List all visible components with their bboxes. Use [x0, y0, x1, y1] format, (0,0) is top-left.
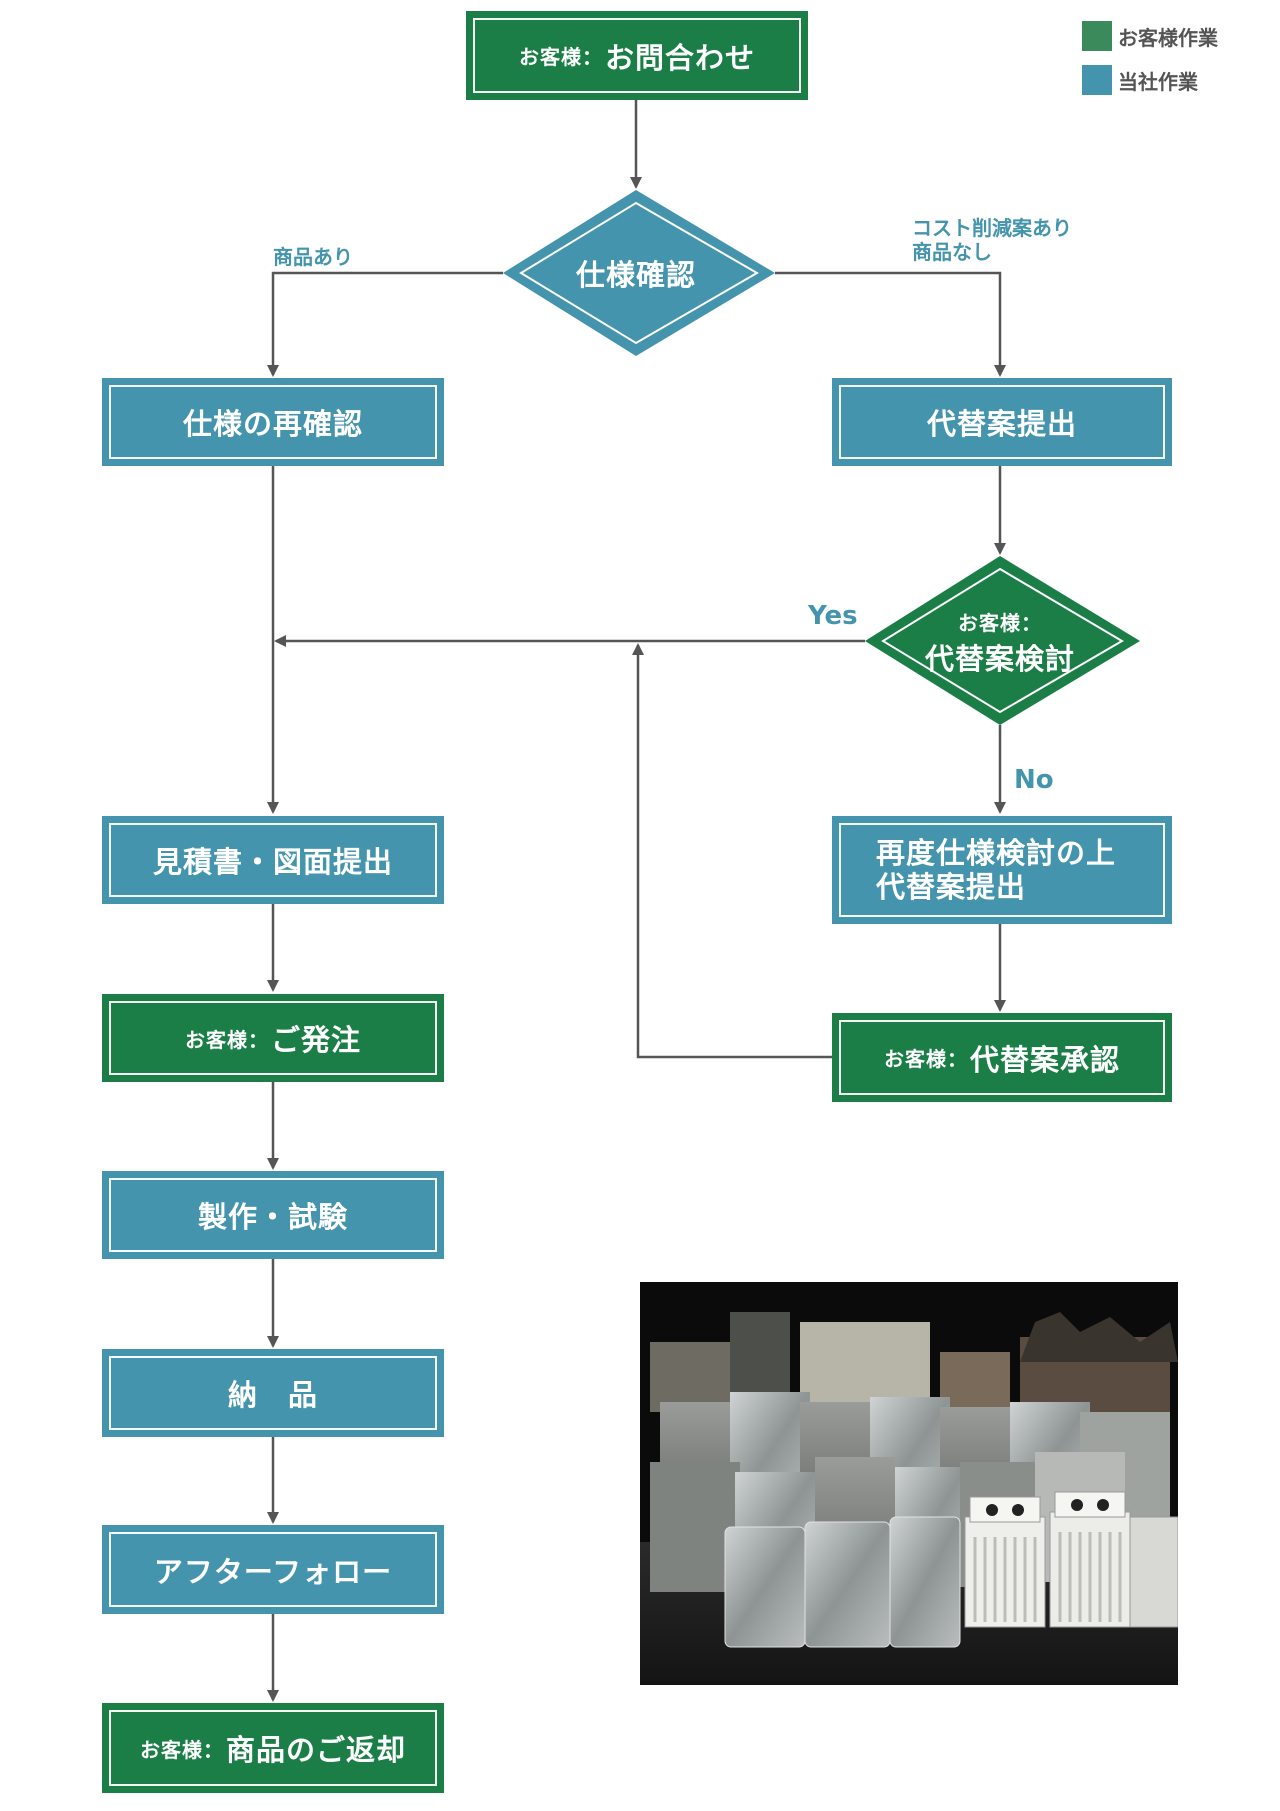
warehouse-photo	[640, 1282, 1178, 1685]
delivery-text: 納 品	[227, 1378, 318, 1412]
legend-customer: お客様作業	[1082, 21, 1218, 51]
legend-company: 当社作業	[1082, 65, 1198, 95]
spec-recheck-box: 仕様の再確認	[102, 378, 444, 466]
in-stock-label: 商品あり	[273, 245, 353, 269]
inquiry-prefix: お客様：	[518, 45, 603, 69]
spec-check-diamond	[503, 190, 775, 356]
spec-check-text: 仕様確認	[575, 258, 696, 292]
alt-review-label: お客様： 代替案検討	[905, 606, 1095, 678]
spec-recheck-text: 仕様の再確認	[182, 407, 363, 441]
alt-proposal-text: 代替案提出	[926, 407, 1077, 441]
alt-review-text: 代替案検討	[924, 641, 1075, 676]
re-review-box: 再度仕様検討の上 代替案提出	[832, 816, 1172, 924]
alt-proposal-box: 代替案提出	[832, 378, 1172, 466]
return-text: 商品のご返却	[225, 1733, 406, 1767]
legend-company-swatch	[1082, 65, 1112, 95]
cost-reduction-line2: 商品なし	[912, 240, 992, 264]
aftercare-text: アフターフォロー	[153, 1554, 393, 1589]
arrow-spec-to-recheck	[267, 271, 503, 377]
legend-customer-label: お客様作業	[1118, 25, 1218, 50]
arrow-spec-to-alt	[775, 271, 1006, 377]
cost-reduction-label: コスト削減案あり 商品なし	[912, 216, 1072, 264]
alt-approval-prefix: お客様：	[883, 1047, 968, 1071]
aftercare-box: アフターフォロー	[102, 1525, 444, 1614]
re-review-line2: 代替案提出	[876, 870, 1027, 904]
spec-check-label: 仕様確認	[540, 250, 732, 296]
return-prefix: お客様：	[139, 1737, 224, 1762]
quote-box: 見積書・図面提出	[102, 816, 444, 904]
manufacture-text: 製作・試験	[197, 1200, 348, 1234]
yes-label: Yes	[808, 601, 858, 631]
alt-review-diamond	[865, 556, 1140, 725]
delivery-box: 納 品	[102, 1349, 444, 1437]
quote-text: 見積書・図面提出	[152, 845, 393, 879]
arrow-approval-return	[632, 643, 832, 1059]
order-text: ご発注	[270, 1023, 361, 1057]
legend-customer-swatch	[1082, 21, 1112, 51]
alt-approval-text: 代替案承認	[969, 1042, 1120, 1077]
order-box: お客様： ご発注	[102, 994, 444, 1082]
return-box: お客様： 商品のご返却	[102, 1703, 444, 1793]
legend-company-label: 当社作業	[1118, 69, 1198, 94]
inquiry-box: お客様： お問合わせ	[466, 11, 808, 100]
order-prefix: お客様：	[184, 1027, 269, 1052]
manufacture-box: 製作・試験	[102, 1171, 444, 1259]
inquiry-text: お問合わせ	[604, 40, 755, 75]
alt-review-prefix: お客様：	[958, 610, 1042, 635]
cost-reduction-line1: コスト削減案あり	[912, 216, 1072, 240]
no-label: No	[1014, 765, 1054, 795]
re-review-line1: 再度仕様検討の上	[876, 836, 1117, 870]
alt-approval-box: お客様： 代替案承認	[832, 1013, 1172, 1102]
